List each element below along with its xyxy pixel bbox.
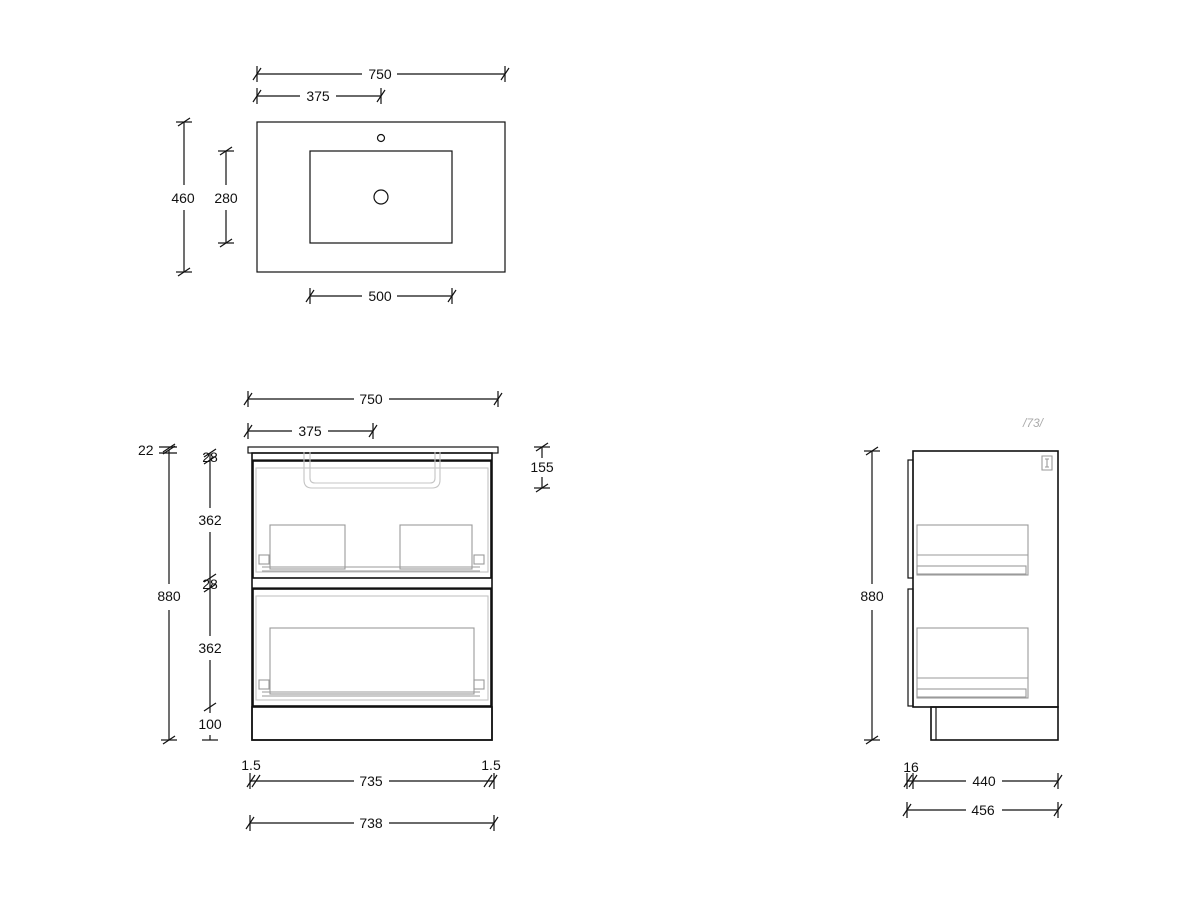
dim-plan-overall-width: 750 [252, 66, 510, 82]
vanity-top [247, 446, 499, 454]
dim-label-upper-drawer: 362 [198, 512, 222, 528]
dim-front-overall-width: 750 [243, 391, 503, 407]
dim-label: 375 [298, 423, 322, 439]
side-internals [916, 455, 1053, 699]
dim-front-total-width: 738 [245, 815, 499, 831]
dim-label-middle-gap: 28 [202, 576, 218, 592]
dim-plan-basin-width: 500 [305, 288, 457, 304]
side-plinth [930, 706, 1059, 741]
dim-label: 456 [971, 802, 995, 818]
dim-label: 880 [157, 588, 181, 604]
dim-label-top-gap: 28 [202, 449, 218, 465]
plan-view: 750 375 460 [171, 66, 510, 304]
faint-label: /73/ [1022, 416, 1045, 430]
lower-drawer-front [252, 588, 492, 707]
dim-plan-overall-depth: 460 [171, 117, 195, 277]
dim-side-overall-height: 880 [860, 446, 884, 745]
dim-front-overall-height: 880 [157, 445, 181, 745]
dim-label-right-reveal: 1.5 [481, 757, 501, 773]
upper-drawer-internals [255, 452, 489, 573]
dim-label: 750 [359, 391, 383, 407]
side-lower-door [907, 588, 914, 707]
dim-label: 880 [860, 588, 884, 604]
side-carcass-outline [912, 450, 1059, 708]
side-upper-door [907, 459, 914, 579]
dim-front-vertical-chain: 28 362 28 362 100 [195, 448, 225, 741]
vanity-top-outline [256, 121, 506, 273]
dim-side-overall-depth: 456 [902, 802, 1063, 818]
tap-hole [376, 133, 386, 143]
dim-side-carcass-depth: 16 440 [903, 759, 1063, 789]
dim-front-center-offset: 375 [243, 423, 378, 439]
dim-label-lower-drawer: 362 [198, 640, 222, 656]
dim-label: 460 [171, 190, 195, 206]
dim-label-plinth: 100 [198, 716, 222, 732]
plinth [251, 706, 493, 741]
dim-label: 440 [972, 773, 996, 789]
dim-label: 280 [214, 190, 238, 206]
dim-label-door-thickness: 16 [903, 759, 919, 775]
dim-label-left-reveal: 1.5 [241, 757, 261, 773]
dim-label: 22 [138, 442, 154, 458]
dim-label: 750 [368, 66, 392, 82]
side-view: /73/ 880 16 [860, 416, 1063, 818]
front-view: 750 375 155 880 [138, 391, 554, 831]
dim-label: 375 [306, 88, 330, 104]
dim-label: 735 [359, 773, 383, 789]
dim-plan-basin-depth: 280 [214, 146, 238, 248]
dim-label: 738 [359, 815, 383, 831]
lower-drawer-internals [255, 595, 489, 701]
dim-front-carcass-width: 1.5 1.5 735 [241, 757, 501, 789]
dim-front-basin-depth: 155 [530, 442, 554, 493]
dim-front-top-thickness: 22 [138, 442, 177, 458]
basin-outline [309, 150, 453, 244]
waste-hole [373, 189, 389, 205]
dim-label: 500 [368, 288, 392, 304]
dim-label: 155 [530, 459, 554, 475]
dim-plan-tap-offset: 375 [252, 88, 386, 104]
upper-drawer-front [252, 460, 492, 579]
